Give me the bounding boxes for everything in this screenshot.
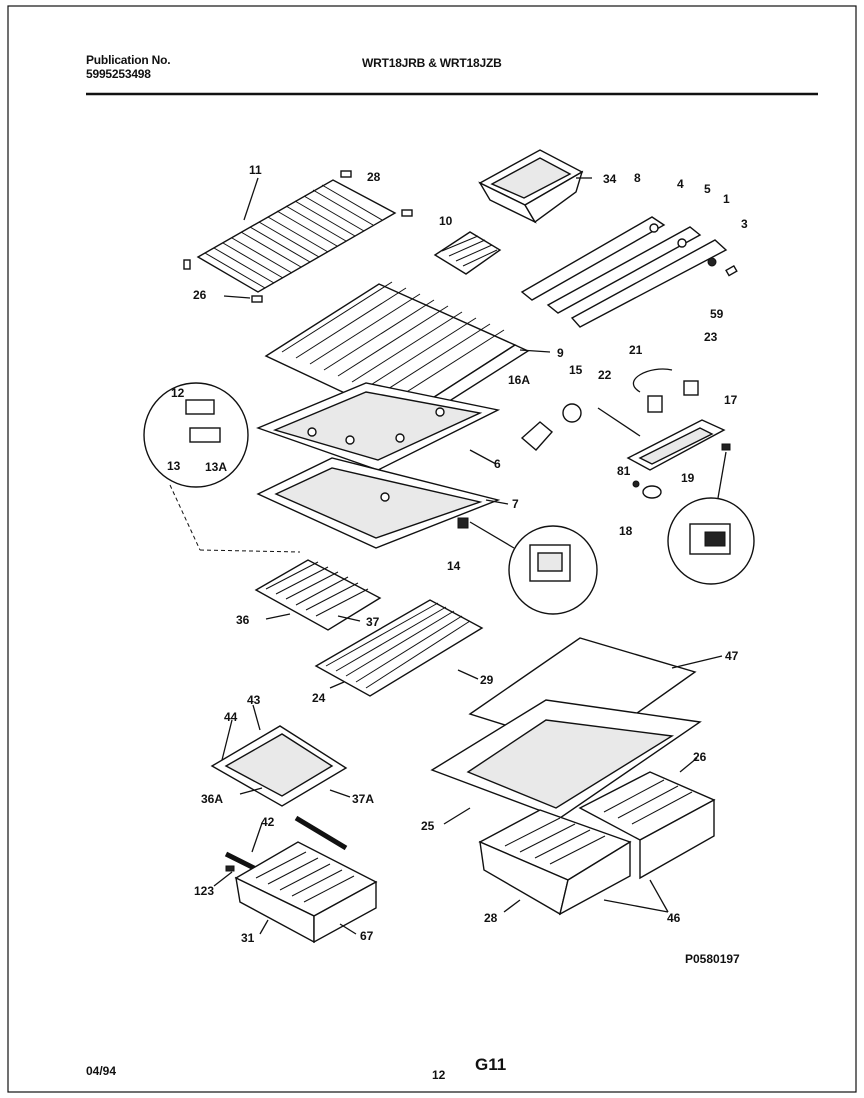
egg-tray (433, 231, 502, 275)
light-switch (721, 443, 731, 451)
revision-date: 04/94 (86, 1064, 117, 1078)
ice-bin (478, 149, 584, 224)
label-21: 21 (629, 343, 643, 357)
label-36: 36 (236, 613, 250, 627)
label-36a: 36A (201, 792, 223, 806)
shelf-clip (251, 295, 263, 303)
label-44: 44 (224, 710, 238, 724)
shelf-clip (401, 209, 413, 217)
label-12: 12 (171, 386, 185, 400)
label-123: 123 (194, 884, 214, 898)
label-11: 11 (249, 163, 262, 177)
crisper-drawer-right (578, 771, 716, 880)
shelf-rails (520, 216, 738, 328)
publication-label: Publication No. (86, 53, 171, 67)
label-28-drawer: 28 (484, 911, 498, 925)
light-bulb (562, 403, 582, 423)
shelf-clip (340, 170, 352, 178)
figure-code: P0580197 (685, 952, 740, 966)
crisper-drawer-small (234, 841, 378, 944)
crisper-cover-small (210, 725, 348, 807)
door-switch (457, 517, 469, 529)
label-81: 81 (617, 464, 631, 478)
shelf-frame-lower (256, 457, 501, 549)
label-19: 19 (681, 471, 695, 485)
label-43: 43 (247, 693, 261, 707)
page-number: 12 (432, 1068, 446, 1082)
light-shield (642, 485, 662, 499)
label-59: 59 (710, 307, 724, 321)
label-42: 42 (261, 815, 275, 829)
label-34: 34 (603, 172, 617, 186)
screw (632, 480, 640, 488)
publication-number: 5995253498 (86, 67, 151, 81)
label-31: 31 (241, 931, 255, 945)
label-18: 18 (619, 524, 633, 538)
control-knob (683, 380, 699, 396)
label-16a: 16A (508, 373, 530, 387)
label-8: 8 (634, 171, 641, 185)
wire-shelf-top (196, 179, 397, 293)
label-46: 46 (667, 911, 681, 925)
label-67: 67 (360, 929, 374, 943)
label-47: 47 (725, 649, 739, 663)
rod (597, 407, 641, 437)
crisper-drawer-left (478, 809, 632, 916)
label-13: 13 (167, 459, 181, 473)
label-4: 4 (677, 177, 684, 191)
label-26-crisper: 26 (693, 750, 707, 764)
label-5: 5 (704, 182, 711, 196)
label-37a: 37A (352, 792, 374, 806)
label-15: 15 (569, 363, 583, 377)
label-9: 9 (557, 346, 564, 360)
section-code: G11 (475, 1055, 507, 1074)
shelf-clip (183, 259, 191, 270)
page-border (7, 5, 857, 1093)
label-3: 3 (741, 217, 748, 231)
label-26: 26 (193, 288, 207, 302)
label-28: 28 (367, 170, 381, 184)
detail-circle-brackets (143, 382, 301, 553)
label-14: 14 (447, 559, 461, 573)
label-22: 22 (598, 368, 612, 382)
detail-circle-switch (508, 525, 598, 615)
label-10: 10 (439, 214, 453, 228)
label-7: 7 (512, 497, 519, 511)
model-numbers: WRT18JRB & WRT18JZB (362, 56, 502, 70)
detail-circle-light (667, 497, 755, 585)
label-17: 17 (724, 393, 738, 407)
rail-stop (225, 865, 235, 872)
label-24: 24 (312, 691, 326, 705)
wire-shelf-small (254, 559, 382, 631)
shelf-frame-middle (256, 382, 501, 471)
wire-shelf-large (314, 599, 484, 697)
label-6: 6 (494, 457, 501, 471)
lamp-socket (520, 421, 554, 451)
leader-lines (213, 177, 723, 935)
label-25: 25 (421, 819, 435, 833)
crisper-cover-frame (430, 699, 702, 819)
control-housing (626, 419, 726, 471)
label-23: 23 (704, 330, 718, 344)
thermostat (647, 395, 663, 413)
label-37: 37 (366, 615, 380, 629)
label-13a: 13A (205, 460, 227, 474)
label-1: 1 (723, 192, 730, 206)
crisper-cover-trim (294, 815, 348, 851)
label-29: 29 (480, 673, 494, 687)
